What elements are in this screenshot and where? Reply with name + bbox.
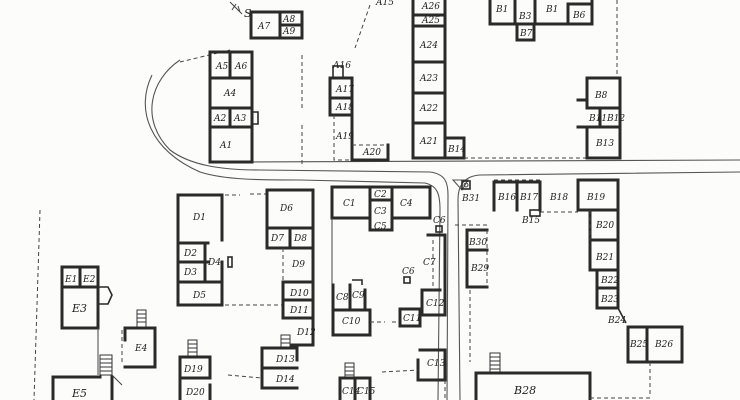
- room-label: C8: [336, 293, 349, 303]
- room-label: C13: [427, 359, 446, 369]
- room-label: B21: [595, 253, 614, 263]
- room-label: C10: [342, 317, 361, 327]
- room-label: D2: [183, 249, 197, 259]
- room-label: D11: [289, 306, 309, 316]
- room-label: B8: [594, 91, 608, 101]
- room-label: A5: [215, 62, 228, 72]
- room-label: D3: [183, 268, 197, 278]
- room-label: B31: [461, 194, 480, 204]
- room-label: D20: [185, 388, 205, 398]
- room-label: A25: [421, 16, 440, 26]
- roads: [144, 49, 740, 400]
- room-label: C7: [423, 258, 436, 268]
- room-label: C2: [374, 190, 387, 200]
- block-b: B1 B3 B1 B6 B7 B8 B11 B12 B13 B31 B16 B1…: [455, 0, 684, 400]
- block-a: A5 A6 A4 A2 A3 A1 A7 A8 A9 A15 A16 A17 A…: [208, 0, 590, 165]
- block-d: D1 D2 D3 D4 D5 D6 D7 D8 D9 D10 D11 D12 D…: [176, 188, 316, 400]
- room-label: D4: [207, 258, 221, 268]
- room-label: A20: [362, 148, 381, 158]
- room-label: B28: [513, 384, 536, 397]
- room-label: D14: [275, 375, 295, 385]
- room-label: E1: [64, 275, 77, 285]
- room-label: A24: [419, 41, 438, 51]
- room-label: B30: [468, 238, 487, 248]
- room-label: C5: [374, 222, 387, 232]
- room-label: A21: [419, 137, 438, 147]
- room-label: A9: [282, 27, 295, 37]
- room-label: A1: [219, 141, 232, 151]
- room-label: B16: [497, 193, 516, 203]
- room-label: B18: [549, 193, 568, 203]
- room-label: A7: [257, 22, 270, 32]
- room-label: A3: [233, 114, 246, 124]
- room-label: B25: [629, 340, 648, 350]
- room-label: A16: [332, 61, 351, 71]
- room-label: B20: [595, 221, 614, 231]
- room-label: D13: [275, 355, 295, 365]
- room-label: B12: [606, 114, 625, 124]
- room-label: D9: [291, 260, 305, 270]
- room-label: D8: [293, 234, 307, 244]
- room-label: D6: [279, 204, 293, 214]
- room-label: C6: [433, 216, 446, 226]
- room-label: A22: [419, 104, 438, 114]
- room-label: D1: [192, 213, 206, 223]
- room-label: B14: [447, 145, 466, 155]
- block-e: E1 E2 E3 E4 E5: [33, 209, 157, 400]
- room-label: B13: [595, 139, 614, 149]
- room-label: B22: [600, 276, 619, 286]
- room-label: D5: [192, 291, 206, 301]
- room-label: B11: [588, 114, 607, 124]
- room-label: C6: [402, 267, 415, 277]
- compass-label: S: [244, 7, 252, 20]
- room-label: C9: [352, 291, 365, 301]
- room-label: B26: [654, 340, 673, 350]
- room-label: D19: [183, 365, 203, 375]
- room-label: B6: [572, 11, 586, 21]
- room-label: B3: [518, 12, 532, 22]
- room-label: B24: [607, 316, 626, 326]
- room-label: A19: [335, 132, 354, 142]
- room-label: B1: [495, 5, 508, 15]
- room-label: E4: [134, 344, 148, 354]
- room-label: B17: [519, 193, 538, 203]
- room-label: E5: [71, 387, 87, 400]
- room-label: B23: [600, 295, 619, 305]
- room-label: D7: [270, 234, 284, 244]
- room-label: A8: [282, 15, 295, 25]
- room-label: A17: [335, 85, 354, 95]
- room-label: B29: [470, 264, 489, 274]
- room-label: B7: [519, 29, 533, 39]
- room-label: A18: [335, 103, 354, 113]
- room-label: C1: [343, 199, 356, 209]
- room-label: A2: [213, 114, 226, 124]
- room-label: B19: [586, 193, 605, 203]
- block-c: C1 C2 C3 C4 C5 C6 C6 C7 C8 C9 C10 C11 C1…: [330, 185, 447, 400]
- room-label: C3: [374, 207, 387, 217]
- room-label: A23: [419, 74, 438, 84]
- room-label: A4: [223, 89, 236, 99]
- room-label: C15: [357, 387, 376, 397]
- room-label: C11: [403, 314, 421, 324]
- room-label: B1: [545, 5, 558, 15]
- room-label: D12: [296, 328, 316, 338]
- room-label: A6: [234, 62, 247, 72]
- compass-arrow: S: [229, 1, 252, 20]
- room-label: C12: [426, 299, 445, 309]
- room-label: D10: [289, 289, 309, 299]
- room-label: B15: [521, 216, 540, 226]
- room-label: A15: [375, 0, 394, 8]
- room-label: E3: [71, 302, 87, 315]
- room-label: C4: [400, 199, 413, 209]
- room-label: A26: [421, 2, 440, 12]
- room-label: E2: [82, 275, 96, 285]
- room-label: C14: [342, 387, 361, 397]
